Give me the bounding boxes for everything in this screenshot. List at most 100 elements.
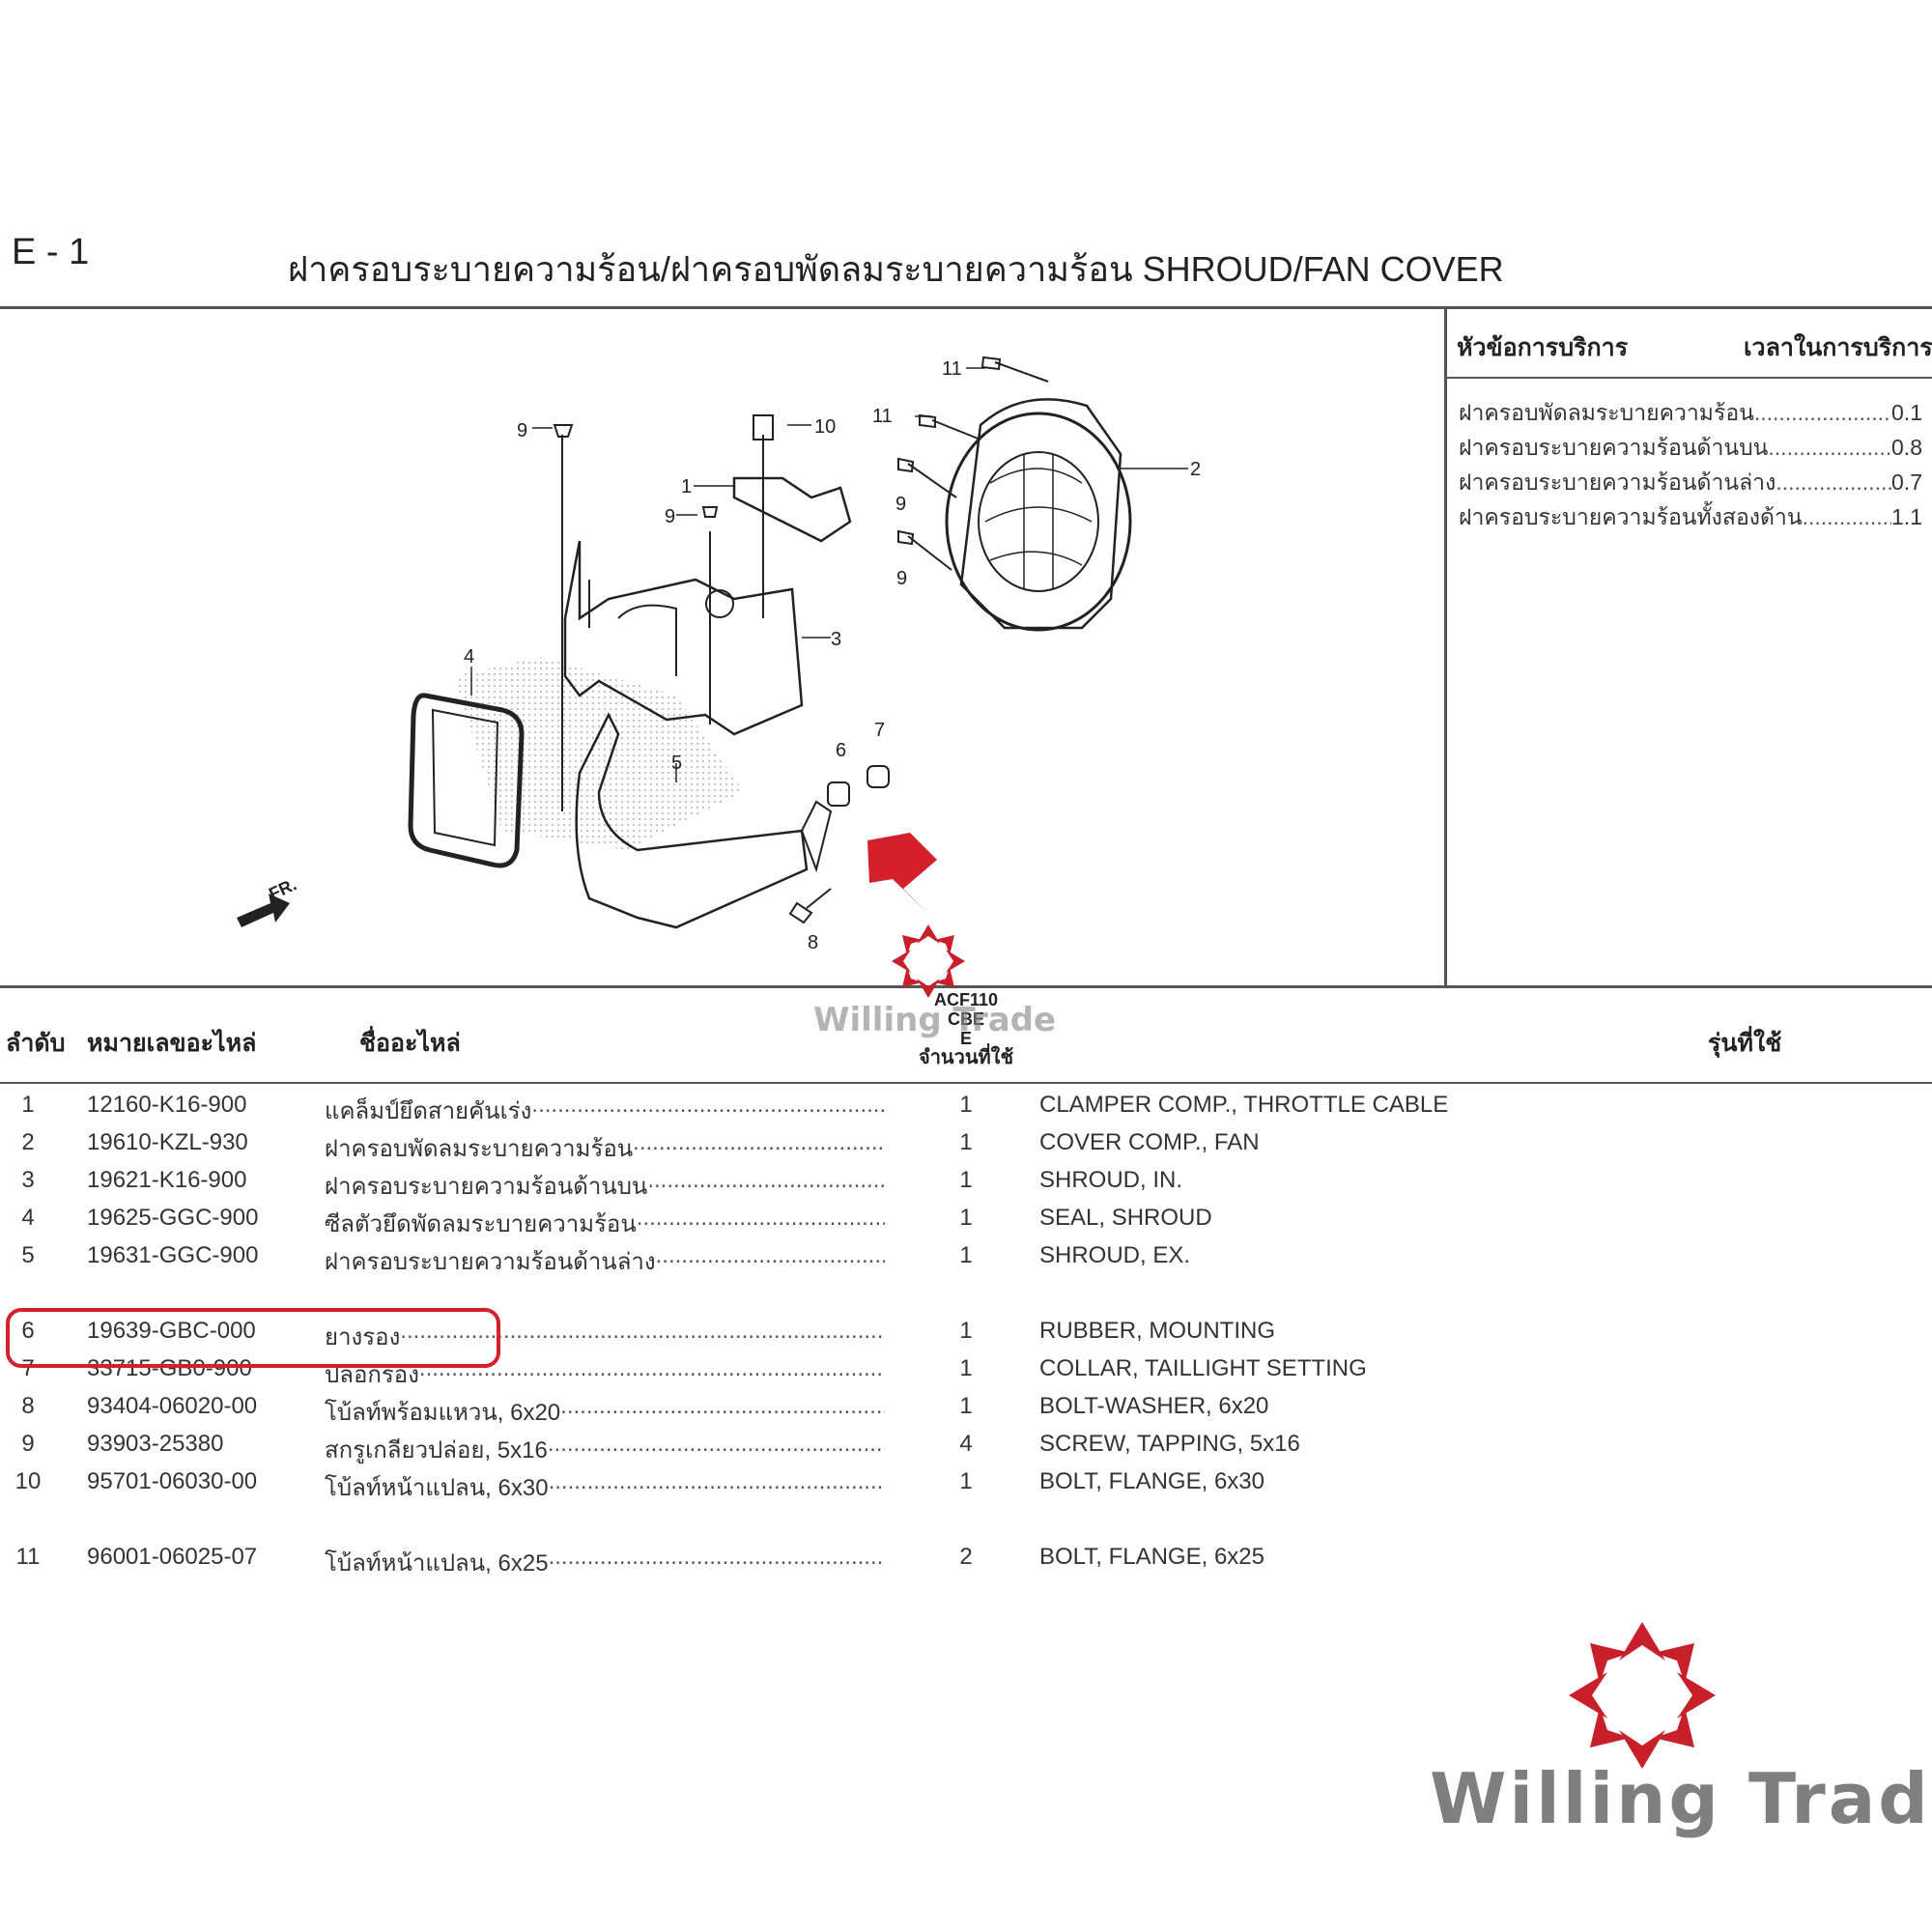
row-qty: 1 [959, 1355, 973, 1381]
thai-name: ฝาครอบพัดลมระบายความร้อน [325, 1136, 634, 1162]
row-part-no: 12160-K16-900 [87, 1092, 247, 1118]
svg-text:9: 9 [665, 506, 675, 527]
row-name-th: โบ้ลท์หน้าแปลน, 6x30 [325, 1468, 885, 1506]
service-label: ฝาครอบระบายความร้อนทั้งสองด้าน [1459, 504, 1803, 529]
row-name-th: ฝาครอบระบายความร้อนด้านบน [325, 1167, 885, 1205]
section-code: E - 1 [12, 232, 90, 272]
front-direction-arrow [237, 894, 290, 927]
row-no: 7 [21, 1355, 35, 1381]
row-part-no: 19631-GGC-900 [87, 1242, 259, 1268]
clamper-part [732, 476, 852, 543]
svg-text:9: 9 [517, 420, 527, 441]
leader-dots [548, 1431, 885, 1468]
row-name-en: COVER COMP., FAN [1039, 1129, 1260, 1155]
leader-dots [1776, 469, 1891, 496]
row-part-no: 33715-GB0-900 [87, 1355, 252, 1381]
leader-dots [549, 1468, 885, 1506]
svg-text:11: 11 [942, 358, 962, 380]
row-no: 4 [21, 1205, 35, 1231]
leader-dots [647, 1167, 885, 1205]
fastener-bolts [553, 355, 1049, 924]
leader-dots [560, 1393, 885, 1431]
row-part-no: 93404-06020-00 [87, 1393, 258, 1419]
header-divider [0, 306, 1932, 309]
service-panel-divider [1444, 306, 1447, 985]
callout-leaders [470, 367, 1188, 782]
table-row: 1 12160-K16-900 แคล็มป์ยึดสายคันเร่ง 1 C… [0, 1092, 1932, 1124]
fan-cover-part [945, 412, 1132, 632]
row-part-no: 19639-GBC-000 [87, 1318, 256, 1344]
row-qty: 1 [959, 1167, 973, 1193]
row-name-th: ยางรอง [325, 1318, 885, 1355]
row-no: 1 [21, 1092, 35, 1118]
row-no: 8 [21, 1393, 35, 1419]
leader-dots [656, 1242, 885, 1280]
service-row: ฝาครอบระบายความร้อนด้านบน 0.8 [1459, 431, 1922, 466]
thai-name: ฝาครอบระบายความร้อนด้านล่าง [325, 1249, 656, 1275]
row-qty: 1 [959, 1092, 973, 1118]
row-no: 3 [21, 1167, 35, 1193]
leader-dots [549, 1544, 885, 1581]
table-row: 11 96001-06025-07 โบ้ลท์หน้าแปลน, 6x25 2… [0, 1544, 1932, 1577]
service-head-left: หัวข้อการบริการ [1457, 334, 1629, 361]
service-row: ฝาครอบระบายความร้อนทั้งสองด้าน 1.1 [1459, 500, 1922, 535]
service-row: ฝาครอบพัดลมระบายความร้อน 0.1 [1459, 396, 1922, 431]
row-qty: 1 [959, 1242, 973, 1268]
row-name-en: BOLT-WASHER, 6x20 [1039, 1393, 1269, 1419]
service-value: 0.8 [1891, 435, 1922, 460]
shroud-in-part [563, 540, 804, 736]
row-qty: 2 [959, 1544, 973, 1570]
brand-logo-small [892, 924, 965, 998]
service-time-list: ฝาครอบพัดลมระบายความร้อน 0.1 ฝาครอบระบายค… [1459, 396, 1922, 535]
col-head-qty: ACF110 CBE E จำนวนที่ใช้ [908, 990, 1024, 1067]
thai-name: แคล็มป์ยึดสายคันเร่ง [325, 1098, 532, 1124]
row-name-th: โบ้ลท์พร้อมแหวน, 6x20 [325, 1393, 885, 1431]
red-pointer-arrow [867, 833, 937, 913]
brand-logo-large [1569, 1622, 1716, 1769]
thai-name: ฝาครอบระบายความร้อนด้านบน [325, 1174, 648, 1200]
service-row: ฝาครอบระบายความร้อนด้านล่าง0.7 [1459, 466, 1922, 500]
row-qty: 4 [959, 1431, 973, 1457]
row-name-en: SHROUD, EX. [1039, 1242, 1191, 1268]
page-title: ฝาครอบระบายความร้อน/ฝาครอบพัดลมระบายความ… [288, 249, 1504, 289]
row-name-th: โบ้ลท์หน้าแปลน, 6x25 [325, 1544, 885, 1581]
table-head-divider [0, 1082, 1932, 1084]
svg-text:11: 11 [872, 406, 893, 427]
callout-numbers: 9 10 1 9 2 3 4 5 6 7 8 9 9 11 11 FR. [266, 358, 1201, 953]
row-name-en: SHROUD, IN. [1039, 1167, 1183, 1193]
row-part-no: 19610-KZL-930 [87, 1129, 248, 1155]
leader-dots [1803, 504, 1891, 530]
row-part-no: 19625-GGC-900 [87, 1205, 259, 1231]
diagram-bottom-divider [0, 985, 1932, 988]
row-name-th: ฝาครอบระบายความร้อนด้านล่าง [325, 1242, 885, 1280]
row-no: 6 [21, 1318, 35, 1344]
leader-dots [1768, 435, 1891, 461]
table-row: 8 93404-06020-00 โบ้ลท์พร้อมแหวน, 6x20 1… [0, 1393, 1932, 1426]
service-label: ฝาครอบระบายความร้อนด้านบน [1459, 435, 1769, 460]
thai-name: โบ้ลท์พร้อมแหวน, 6x20 [325, 1400, 561, 1426]
watermark-text: Willing Trade [813, 1001, 1057, 1039]
table-row: 5 19631-GGC-900 ฝาครอบระบายความร้อนด้านล… [0, 1242, 1932, 1275]
svg-text:3: 3 [831, 629, 841, 650]
row-name-en: SEAL, SHROUD [1039, 1205, 1212, 1231]
exploded-parts-diagram: 9 10 1 9 2 3 4 5 6 7 8 9 9 11 11 FR. [237, 355, 1201, 953]
col-head-no: ลำดับ [6, 1030, 66, 1057]
row-qty: 1 [959, 1393, 973, 1419]
row-name-th: ฝาครอบพัดลมระบายความร้อน [325, 1129, 885, 1167]
svg-text:2: 2 [1190, 459, 1201, 480]
table-row: 9 93903-25380 สกรูเกลียวปล่อย, 5x16 4 SC… [0, 1431, 1932, 1463]
thai-name: โบ้ลท์หน้าแปลน, 6x25 [325, 1550, 549, 1577]
row-part-no: 19621-K16-900 [87, 1167, 247, 1193]
service-value: 1.1 [1891, 504, 1922, 529]
row-name-en: BOLT, FLANGE, 6x30 [1039, 1468, 1264, 1494]
row-qty: 1 [959, 1129, 973, 1155]
service-label: ฝาครอบพัดลมระบายความร้อน [1459, 400, 1754, 425]
svg-text:7: 7 [874, 720, 885, 741]
table-row: 3 19621-K16-900 ฝาครอบระบายความร้อนด้านบ… [0, 1167, 1932, 1200]
service-value: 0.1 [1891, 400, 1922, 425]
svg-text:8: 8 [808, 932, 818, 953]
service-value: 0.7 [1891, 469, 1922, 495]
table-row: 10 95701-06030-00 โบ้ลท์หน้าแปลน, 6x30 1… [0, 1468, 1932, 1501]
svg-text:5: 5 [671, 753, 682, 774]
qty-label: จำนวนที่ใช้ [918, 1047, 1014, 1068]
